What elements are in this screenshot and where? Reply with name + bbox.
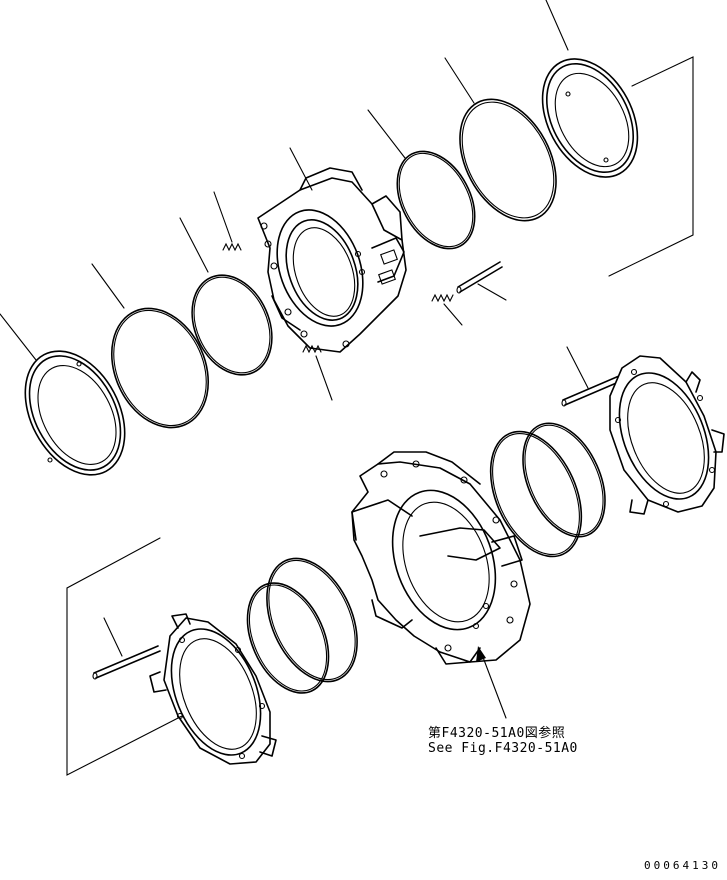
retainer-plate-lower-right [609,355,725,515]
leader-line [566,346,589,389]
o-ring-upper-1 [459,98,557,222]
leader-line [315,355,333,401]
leader-line [0,313,37,361]
leader-line [179,217,209,273]
leader-line [443,303,463,326]
leader-line [367,109,406,159]
spring-upper-top [222,242,242,252]
leader-line [444,57,475,104]
group-bracket-upper [608,56,694,277]
retainer-plate-lower-left [149,613,277,765]
reference-arrow [476,646,507,719]
o-ring-upper-4 [110,307,210,429]
clutch-housing-upper [257,167,407,353]
dowel-pin-lower-left [92,645,161,680]
o-ring-upper-3 [191,274,273,376]
group-bracket-lower [66,537,183,776]
leader-line [477,283,507,301]
dowel-pin-upper [456,261,503,294]
seal-ring-lower-left [246,557,358,694]
reference-note-jp: 第F4320-51A0図参照 [428,726,566,741]
drawing-code: 00064130 [644,859,721,872]
leader-line [289,147,313,191]
leader-line [545,0,569,51]
retainer-plate-upper-right [541,58,639,178]
leader-line [103,617,123,657]
spring-upper-right [431,293,454,303]
clutch-housing-lower [351,451,531,665]
leader-line [91,263,125,309]
o-ring-upper-2 [396,150,476,250]
seal-ring-lower-right [489,422,606,558]
leader-line [213,191,233,243]
spring-upper-bottom [302,344,322,354]
retainer-plate-upper-left [24,350,126,476]
reference-note-en: See Fig.F4320-51A0 [428,741,578,756]
